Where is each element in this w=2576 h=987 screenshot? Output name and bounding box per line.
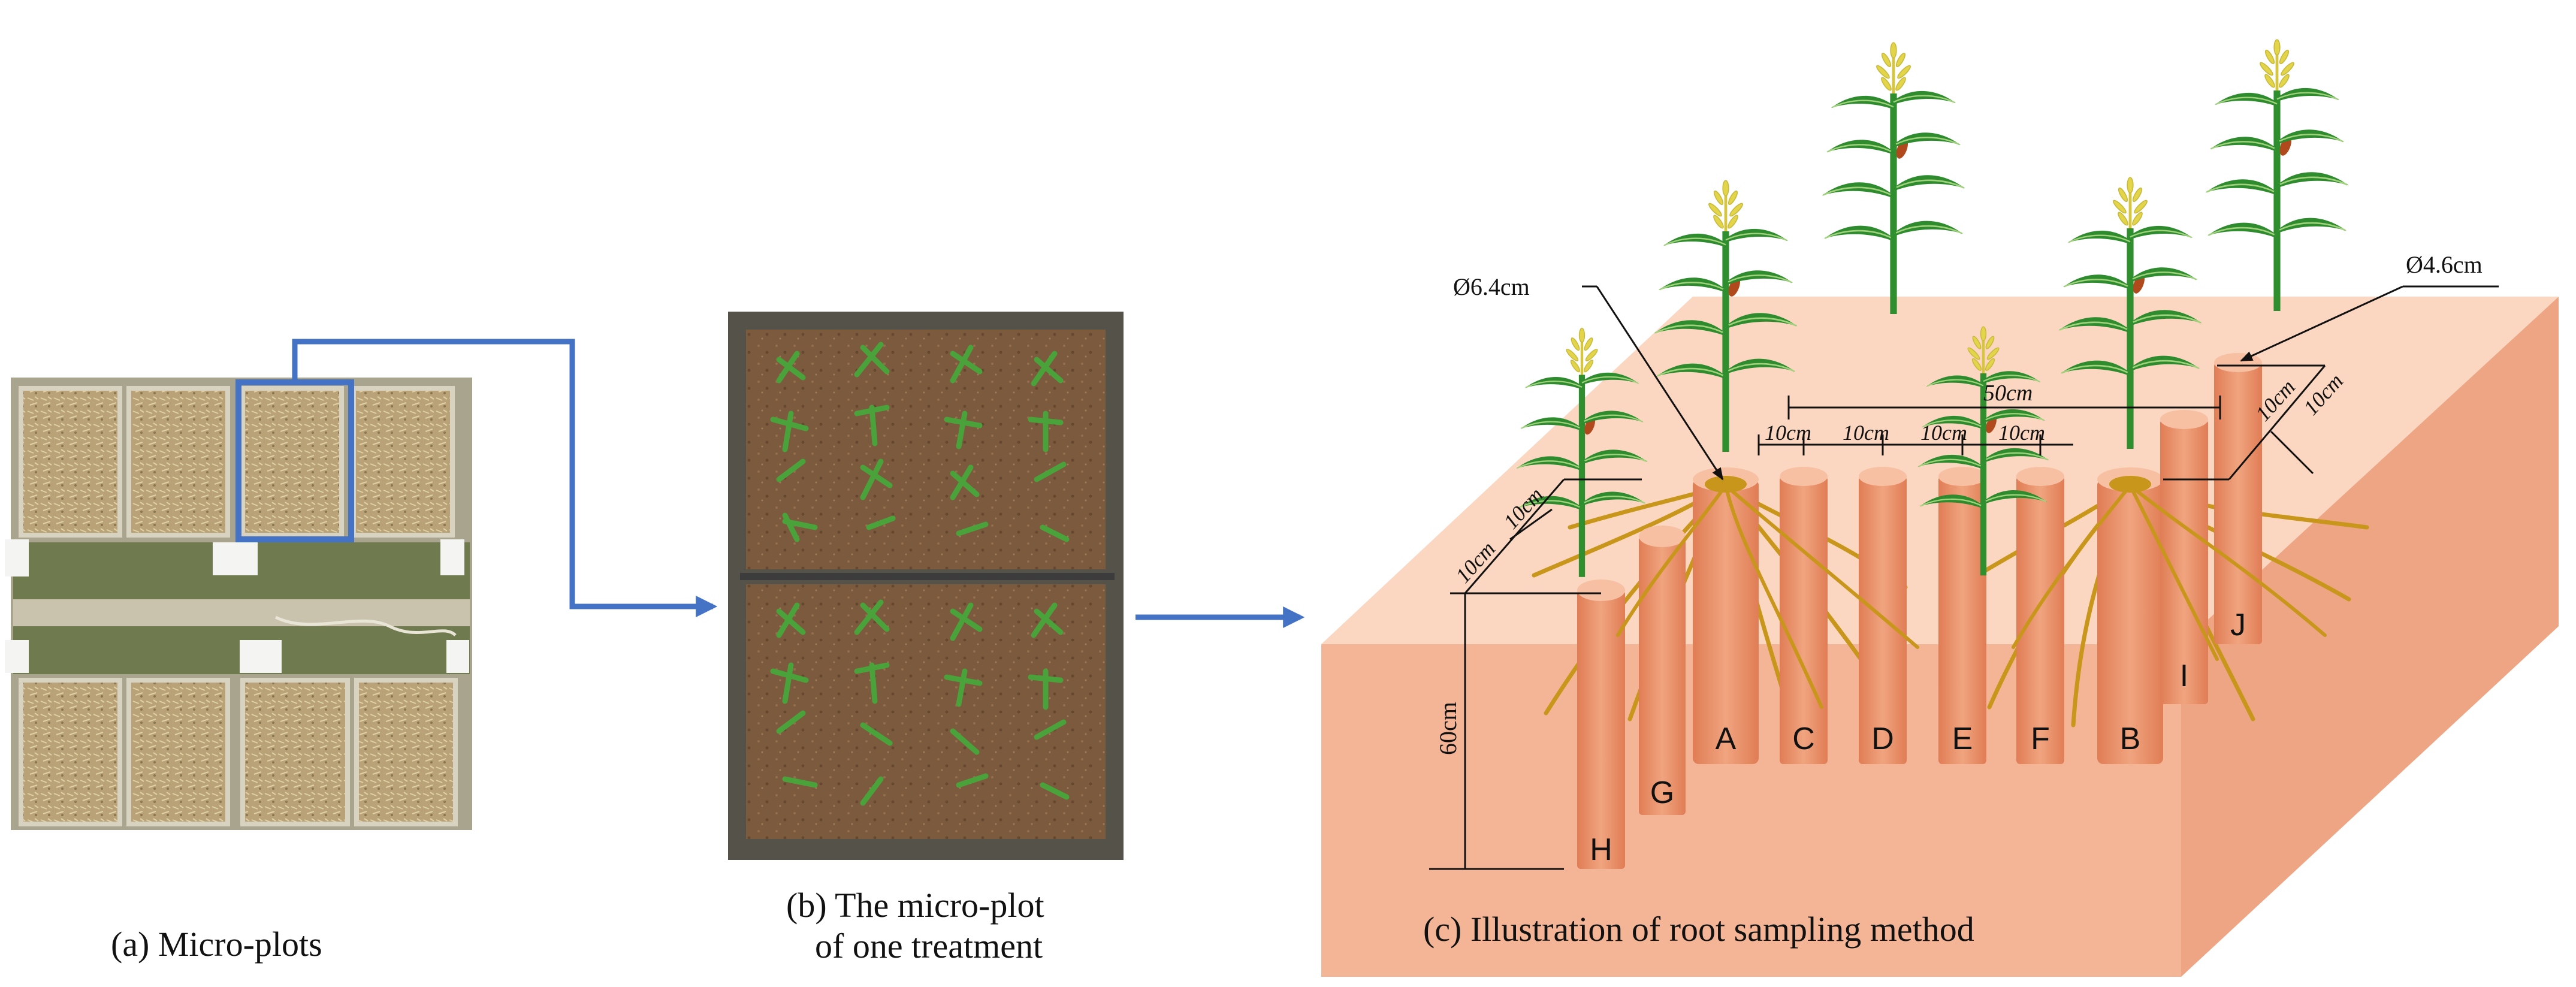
- core-d: [1859, 476, 1907, 764]
- core-h-top: [1577, 579, 1625, 601]
- core-a: [1693, 479, 1759, 764]
- core-label-f: F: [2031, 722, 2050, 756]
- core-label-g: G: [1650, 775, 1674, 810]
- walkway: [13, 599, 470, 626]
- root-crown-a: [1705, 476, 1747, 493]
- marker-block: [440, 539, 464, 575]
- core-label-j: J: [2230, 608, 2246, 642]
- spacing-label-4: 10cm: [1998, 421, 2045, 445]
- connector-arrow-a-b: [292, 339, 718, 617]
- plot-cell: [240, 386, 344, 538]
- core-h: [1577, 590, 1625, 869]
- dimension-lines: [1429, 364, 2326, 870]
- panel-c-root-sampling: A C D E F B I J G H: [1321, 40, 2559, 977]
- panel-a-micro-plots: (a) Micro-plots: [5, 378, 472, 964]
- seedlings: [770, 342, 1070, 806]
- core-label-h: H: [1590, 832, 1612, 867]
- dia-small-leader: [2240, 285, 2403, 362]
- plot-cell: [126, 678, 230, 826]
- core-g-top: [1639, 526, 1686, 547]
- plot-cell: [351, 386, 455, 538]
- plot-cell: [240, 678, 350, 826]
- span-50-label: 50cm: [1983, 381, 2033, 406]
- caption-b-line1: (b) The micro-plot: [786, 886, 1044, 925]
- core-d-top: [1859, 467, 1907, 486]
- core-b: [2097, 479, 2163, 764]
- core-label-i: I: [2180, 659, 2188, 693]
- spacing-label-3: 10cm: [1920, 421, 1967, 445]
- corn-plant: [2206, 40, 2349, 311]
- plot-cell: [354, 678, 458, 826]
- spacing-label-2: 10cm: [1843, 421, 1889, 445]
- core-label-d: D: [1871, 722, 1894, 756]
- marker-block: [446, 640, 469, 673]
- core-e: [1938, 476, 1986, 764]
- soil-surface: [746, 584, 1106, 839]
- depth-60-label: 60cm: [1435, 702, 1461, 755]
- core-g: [1639, 536, 1686, 815]
- core-label-c: C: [1792, 722, 1815, 756]
- dia-large-label: Ø6.4cm: [1453, 273, 1530, 300]
- core-i: [2160, 419, 2208, 704]
- corn-plant: [1822, 43, 1965, 314]
- dia-small-label: Ø4.6cm: [2406, 251, 2483, 278]
- core-f-top: [2016, 467, 2064, 486]
- caption-b-line2: of one treatment: [815, 926, 1043, 965]
- core-e-top: [1938, 467, 1986, 486]
- core-label-a: A: [1716, 722, 1737, 756]
- core-i-top: [2160, 410, 2208, 429]
- core-label-b: B: [2120, 722, 2141, 756]
- marker-block: [213, 542, 258, 575]
- marker-block: [5, 640, 29, 673]
- core-c-top: [1780, 467, 1828, 486]
- caption-a: (a) Micro-plots: [111, 925, 322, 964]
- core-f: [2016, 476, 2064, 764]
- plot-cell: [19, 386, 122, 538]
- root-systems-front: [1616, 484, 2327, 709]
- plot-cell: [126, 386, 230, 538]
- soil-block-side: [2181, 297, 2559, 977]
- plot-cell: [19, 678, 122, 826]
- root-crown-b: [2109, 476, 2151, 493]
- core-c: [1780, 476, 1828, 764]
- hose: [274, 615, 457, 636]
- core-label-e: E: [1952, 722, 1973, 756]
- marker-block: [5, 539, 29, 576]
- caption-c: (c) Illustration of root sampling method: [1423, 910, 1974, 949]
- panel-b-single-plot: (b) The micro-plot of one treatment: [728, 312, 1124, 965]
- dia-large-leader: [1596, 286, 1724, 481]
- spacing-label-1: 10cm: [1765, 421, 1811, 445]
- core-j-top: [2214, 353, 2262, 372]
- marker-block: [240, 640, 282, 673]
